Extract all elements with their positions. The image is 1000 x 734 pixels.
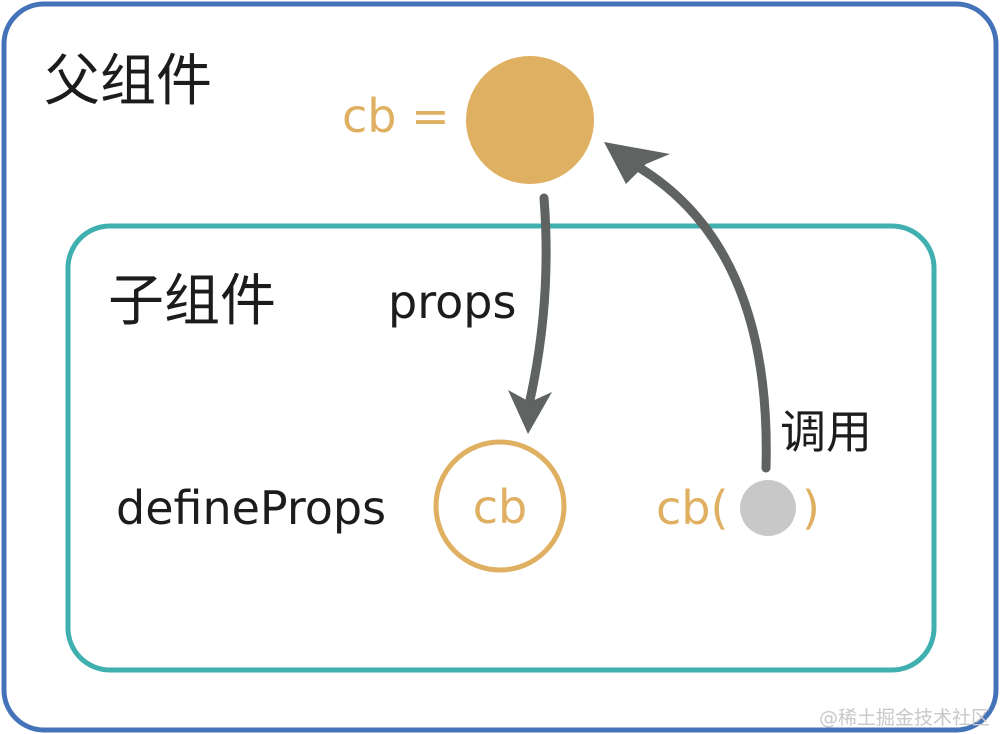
child-prop-circle xyxy=(433,439,567,573)
props-edge-label: props xyxy=(388,275,516,329)
props-arrow xyxy=(525,193,551,405)
parent-title: 父组件 xyxy=(44,49,212,114)
parent-callback-circle xyxy=(466,56,594,184)
invoke-edge-label: 调用 xyxy=(780,405,872,459)
child-prop-circle-label: cb xyxy=(473,480,528,534)
invoke-arrow xyxy=(635,163,771,473)
call-argument-dot xyxy=(740,480,796,536)
call-suffix-label: ) xyxy=(802,481,820,535)
call-prefix-label: cb( xyxy=(656,481,728,535)
invoke-arrowhead xyxy=(604,142,670,184)
watermark-text: @稀土掘金技术社区 xyxy=(819,707,990,729)
child-component-box xyxy=(65,223,937,673)
props-arrowhead xyxy=(508,390,552,434)
define-props-label: defineProps xyxy=(116,481,386,535)
parent-cb-label: cb = xyxy=(342,89,450,143)
child-title: 子组件 xyxy=(108,269,276,334)
